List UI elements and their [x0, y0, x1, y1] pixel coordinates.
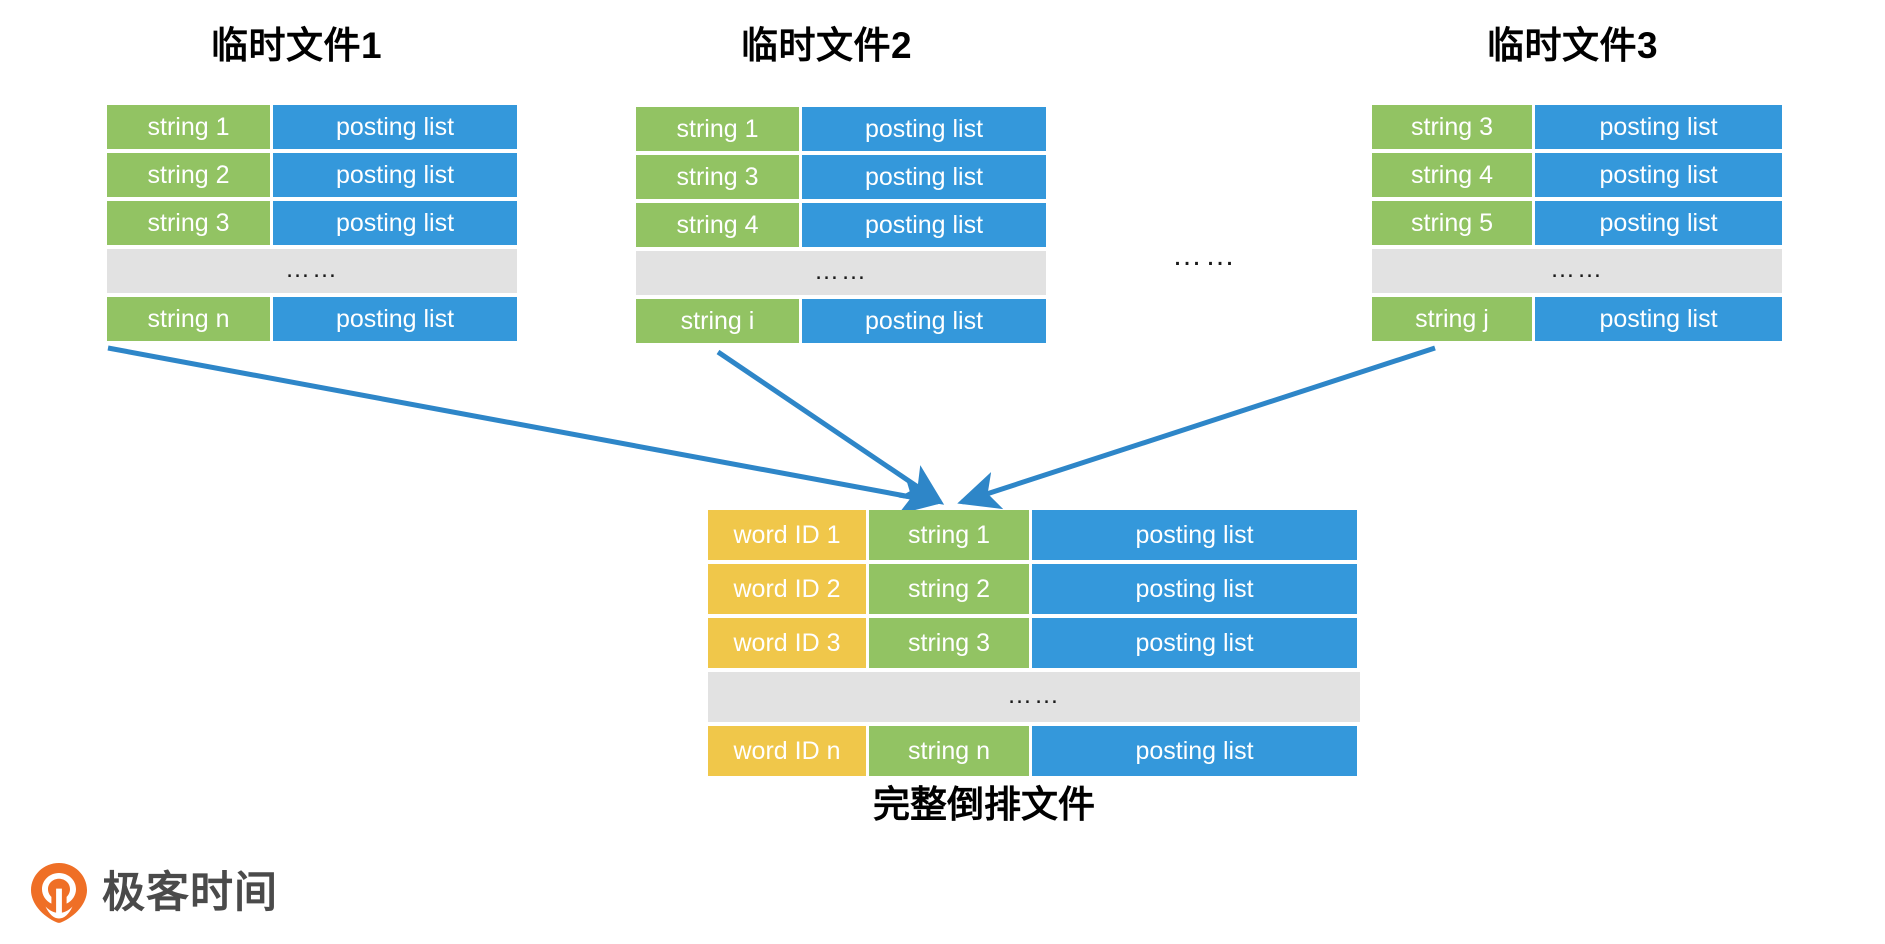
table-ellipsis-row: ……: [107, 249, 517, 293]
string-cell: string 4: [1372, 153, 1532, 197]
posting-cell: posting list: [1032, 618, 1357, 668]
string-cell: string 3: [1372, 105, 1532, 149]
string-cell: string n: [869, 726, 1029, 776]
posting-cell: posting list: [1535, 153, 1782, 197]
table-row: string 1 posting list: [636, 107, 1046, 151]
posting-cell: posting list: [802, 203, 1046, 247]
merged-file-caption: 完整倒排文件: [873, 784, 1095, 825]
temp-file-3-table: string 3 posting list string 4 posting l…: [1372, 105, 1782, 341]
temp-file-1-title: 临时文件1: [211, 25, 383, 66]
string-cell: string 4: [636, 203, 799, 247]
arrow-file3-to-merged: [957, 345, 1436, 510]
word-id-cell: word ID 3: [708, 618, 866, 668]
table-row: string 1 posting list: [107, 105, 517, 149]
posting-cell: posting list: [802, 155, 1046, 199]
word-id-cell: word ID 2: [708, 564, 866, 614]
string-cell: string j: [1372, 297, 1532, 341]
temp-file-1-table: string 1 posting list string 2 posting l…: [107, 105, 517, 341]
posting-cell: posting list: [1032, 726, 1357, 776]
table-ellipsis-row: ……: [708, 672, 1360, 722]
table-row: string 2 posting list: [107, 153, 517, 197]
ellipsis-text: ……: [814, 256, 868, 285]
arrow-file1-to-merged: [107, 345, 943, 515]
string-cell: string 5: [1372, 201, 1532, 245]
string-cell: string 3: [636, 155, 799, 199]
posting-cell: posting list: [273, 297, 517, 341]
string-cell: string 2: [107, 153, 270, 197]
posting-cell: posting list: [1032, 510, 1357, 560]
table-row: word ID 2 string 2 posting list: [708, 564, 1360, 614]
string-cell: string 3: [107, 201, 270, 245]
temp-file-3-title: 临时文件3: [1487, 25, 1659, 66]
posting-cell: posting list: [273, 201, 517, 245]
table-ellipsis-row: ……: [1372, 249, 1782, 293]
posting-cell: posting list: [802, 107, 1046, 151]
string-cell: string n: [107, 297, 270, 341]
table-row: string 3 posting list: [107, 201, 517, 245]
word-id-cell: word ID n: [708, 726, 866, 776]
posting-cell: posting list: [1535, 201, 1782, 245]
table-row: word ID 3 string 3 posting list: [708, 618, 1360, 668]
string-cell: string 1: [107, 105, 270, 149]
string-cell: string 2: [869, 564, 1029, 614]
table-row: string 4 posting list: [1372, 153, 1782, 197]
arrow-file2-to-merged: [716, 349, 945, 505]
table-row: string n posting list: [107, 297, 517, 341]
table-row: word ID 1 string 1 posting list: [708, 510, 1360, 560]
posting-cell: posting list: [802, 299, 1046, 343]
posting-cell: posting list: [273, 105, 517, 149]
ellipsis-text: ……: [1550, 254, 1604, 283]
merged-inverted-file-table: word ID 1 string 1 posting list word ID …: [708, 510, 1360, 776]
table-row: string 3 posting list: [1372, 105, 1782, 149]
ellipsis-text: ……: [1007, 680, 1061, 709]
posting-cell: posting list: [1032, 564, 1357, 614]
temp-file-2-title: 临时文件2: [741, 25, 913, 66]
geektime-logo: 极客时间: [30, 862, 278, 924]
between-files-ellipsis: ……: [1172, 239, 1238, 272]
string-cell: string 1: [636, 107, 799, 151]
table-ellipsis-row: ……: [636, 251, 1046, 295]
posting-cell: posting list: [1535, 297, 1782, 341]
table-row: string i posting list: [636, 299, 1046, 343]
ellipsis-text: ……: [285, 254, 339, 283]
table-row: word ID n string n posting list: [708, 726, 1360, 776]
table-row: string 5 posting list: [1372, 201, 1782, 245]
geektime-logo-text: 极客时间: [102, 868, 278, 917]
string-cell: string 1: [869, 510, 1029, 560]
posting-cell: posting list: [273, 153, 517, 197]
table-row: string 4 posting list: [636, 203, 1046, 247]
string-cell: string i: [636, 299, 799, 343]
table-row: string j posting list: [1372, 297, 1782, 341]
posting-cell: posting list: [1535, 105, 1782, 149]
table-row: string 3 posting list: [636, 155, 1046, 199]
string-cell: string 3: [869, 618, 1029, 668]
geektime-logo-mark: [31, 863, 87, 923]
word-id-cell: word ID 1: [708, 510, 866, 560]
temp-file-2-table: string 1 posting list string 3 posting l…: [636, 107, 1046, 343]
